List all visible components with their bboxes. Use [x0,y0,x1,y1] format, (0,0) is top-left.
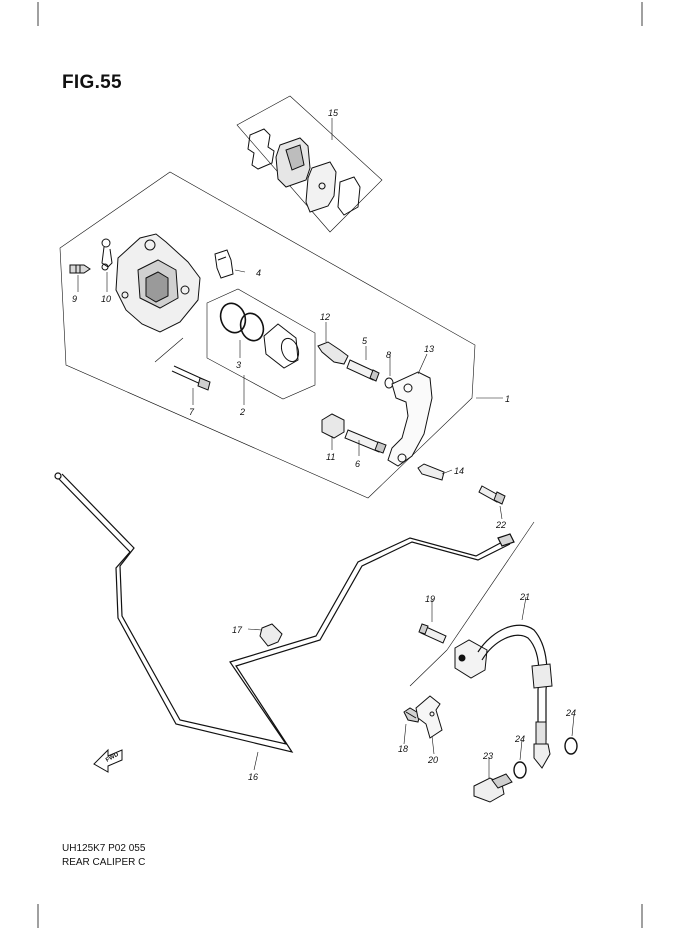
part-labels: 15 1 4 9 10 3 2 7 12 5 8 13 11 6 14 22 1… [72,108,576,782]
piston-seals [219,302,265,342]
part-label-11: 11 [326,452,335,462]
part-label-18: 18 [398,744,408,754]
bleeder-valve [69,264,91,274]
part-label-14: 14 [454,466,464,476]
union-bolt-23 [473,773,513,803]
part-label-8: 8 [386,350,391,360]
part-label-24a: 24 [565,708,576,718]
part-label-20: 20 [427,755,438,765]
bolt-22 [478,485,506,505]
leader-lines [77,118,575,778]
part-label-23: 23 [482,751,493,761]
part-label-24b: 24 [514,734,525,744]
part-label-16: 16 [248,772,258,782]
caliper-bracket [387,371,433,467]
diagram-name: REAR CALIPER C [62,857,146,868]
slide-pin-5 [346,359,380,382]
washer-8 [384,377,394,389]
hose-bracket [415,695,443,739]
bleeder-cap [101,238,113,271]
bolt-19 [418,623,447,644]
pipe-clamp [259,623,283,647]
piston [263,323,300,369]
part-label-6: 6 [355,459,360,469]
brake-pipe [54,472,515,753]
part-label-13: 13 [424,344,434,354]
caliper-assembly-box [59,171,476,499]
diagram-code: UH125K7 P02 055 [62,843,146,854]
part-label-2: 2 [239,407,245,417]
part-label-9: 9 [72,294,77,304]
caliper-body [115,233,201,333]
crop-marks [37,2,643,928]
pad-spring [214,249,234,279]
part-label-3: 3 [236,360,241,370]
part-label-1: 1 [505,394,510,404]
sleeve-14 [417,463,445,481]
part-label-15: 15 [328,108,339,118]
pad-set-box [236,95,383,233]
figure-title: FIG.55 [62,72,122,93]
part-label-21: 21 [519,592,530,602]
part-label-4: 4 [256,268,261,278]
part-label-7: 7 [189,407,195,417]
part-label-19: 19 [425,594,435,604]
seal-kit-box [206,288,316,400]
part-label-5: 5 [362,336,368,346]
brake-hose [477,624,553,769]
forward-arrow-icon: FWD [93,748,123,773]
boot-11 [321,413,345,439]
part-label-10: 10 [101,294,111,304]
part-label-17: 17 [232,625,243,635]
boot-12 [317,341,349,365]
washer-24-b [513,761,527,779]
pad-pin [171,365,211,391]
slide-pin-6 [344,429,387,454]
part-label-22: 22 [495,520,506,530]
part-label-12: 12 [320,312,330,322]
washer-24-a [564,737,578,755]
